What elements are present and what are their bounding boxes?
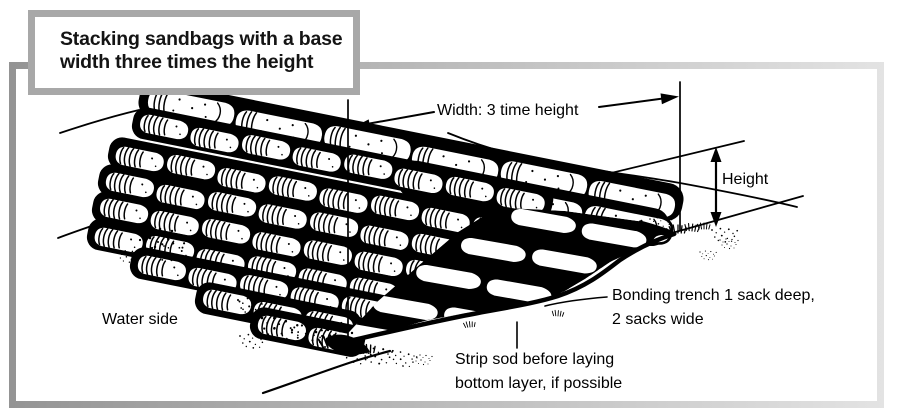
title-line-1: Stacking sandbags with a base [60, 28, 343, 50]
bonding-trench-label-line2: 2 sacks wide [612, 311, 704, 328]
title-box: Stacking sandbags with a base width thre… [28, 10, 360, 95]
bonding-trench-base [338, 208, 676, 344]
strip-sod-label-line1: Strip sod before laying [455, 351, 615, 368]
width-arrow-left [352, 111, 435, 131]
sandbag-row [91, 191, 463, 292]
bonding-trench-label: Bonding trench 1 sack deep, 2 sacks wide [612, 284, 815, 332]
sandbag-row [131, 107, 554, 219]
strip-sod-label-line2: bottom layer, if possible [455, 375, 623, 392]
title-line-2: width three times the height [60, 51, 314, 73]
sandbag-row [97, 164, 520, 276]
dimension-lines [347, 81, 681, 348]
strip-sod-label: Strip sod before laying bottom layer, if… [455, 348, 622, 396]
leader-lines [516, 296, 608, 349]
water-side-label: Water side [102, 311, 178, 328]
height-dimension-label: Height [722, 171, 769, 188]
bonding-trench-label-line1: Bonding trench 1 sack deep, [612, 287, 815, 304]
width-dimension-label: Width: 3 time height [437, 102, 579, 119]
height-arrow [710, 147, 722, 227]
sandbag-row [107, 137, 530, 249]
base-outline [333, 220, 677, 347]
width-arrow-right [598, 93, 679, 108]
